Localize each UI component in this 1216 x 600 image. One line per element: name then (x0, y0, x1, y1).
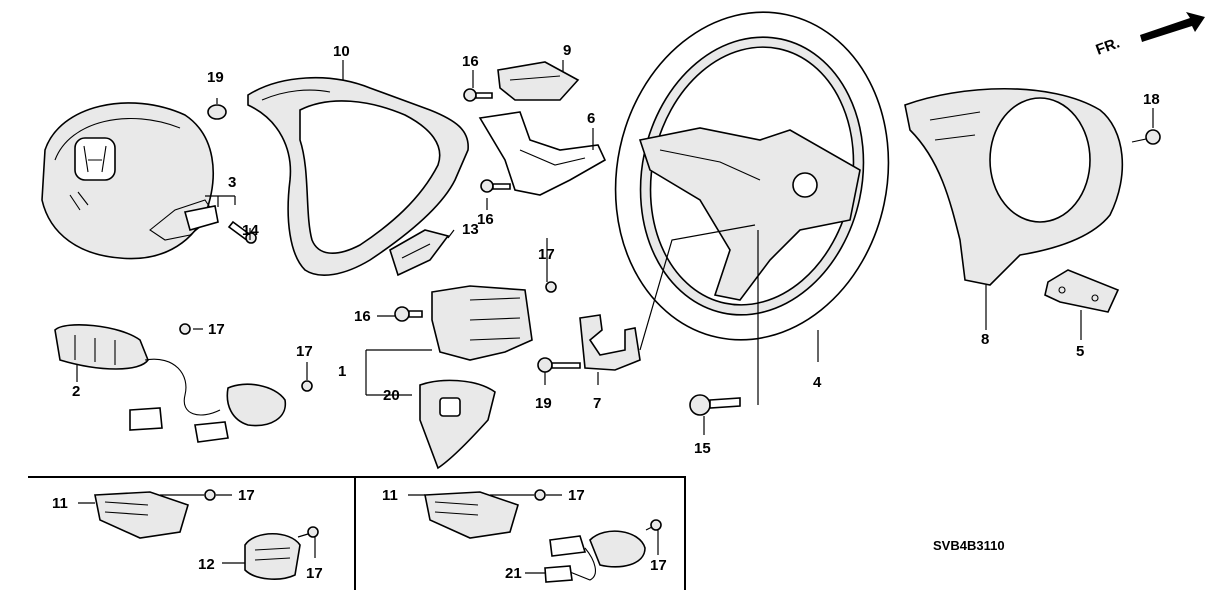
callout-16c: 16 (354, 308, 371, 325)
callout-11a: 11 (52, 495, 68, 512)
callout-17c: 17 (296, 343, 313, 360)
callout-9: 9 (563, 42, 571, 59)
callout-3: 3 (228, 174, 236, 191)
callout-2: 2 (72, 383, 80, 400)
switch-11-right (408, 489, 562, 539)
airbag-module (41, 102, 216, 260)
bolt-14 (227, 220, 257, 244)
bolt-15 (689, 394, 741, 416)
harness-6 (478, 111, 607, 196)
plate-5 (1044, 269, 1120, 313)
callout-15: 15 (694, 440, 711, 457)
callout-19a: 19 (207, 69, 224, 86)
callout-1: 1 (338, 363, 346, 380)
front-direction-arrow-icon (1140, 12, 1205, 42)
direction-label: FR. (1094, 35, 1123, 59)
bracket-9 (497, 61, 580, 101)
screw-18 (1131, 129, 1161, 145)
callout-17d: 17 (238, 487, 255, 504)
callout-17b: 17 (208, 321, 225, 338)
honda-emblem-icon (74, 137, 116, 181)
variant-panels (28, 476, 686, 590)
connector-3 (183, 195, 236, 231)
callout-13: 13 (462, 221, 479, 238)
bolt-16-mid (480, 179, 511, 193)
callout-17g: 17 (650, 557, 667, 574)
switch-assembly-1 (431, 285, 533, 361)
callout-11b: 11 (382, 487, 398, 504)
bolt-17-set (179, 281, 557, 392)
callout-16a: 16 (462, 53, 479, 70)
callout-7: 7 (593, 395, 601, 412)
clip-19-lower (537, 357, 581, 373)
callout-17a: 17 (538, 246, 555, 263)
switch-assembly-2 (54, 324, 286, 443)
clip-19 (207, 98, 227, 120)
callout-20: 20 (383, 387, 400, 404)
switch-21-harness (525, 519, 662, 583)
bracket-7 (579, 314, 641, 371)
leader-lines (76, 60, 1154, 435)
callout-18: 18 (1143, 91, 1160, 108)
rear-cover-8 (904, 88, 1124, 286)
callout-10: 10 (333, 43, 350, 60)
callout-19b: 19 (535, 395, 552, 412)
callout-21: 21 (505, 565, 522, 582)
switch-cover-20 (419, 379, 496, 470)
callout-12: 12 (198, 556, 215, 573)
bolt-16-top (463, 88, 493, 102)
callout-17f: 17 (568, 487, 585, 504)
callout-17e: 17 (306, 565, 323, 582)
steering-wheel (614, 11, 890, 341)
switch-12 (222, 526, 319, 580)
steering-cover (247, 76, 469, 276)
bolt-16-lower (394, 306, 423, 322)
callout-4: 4 (813, 374, 822, 391)
callout-8: 8 (981, 331, 989, 348)
switch-11-left (78, 489, 232, 539)
callout-14: 14 (242, 222, 259, 239)
callout-6: 6 (587, 110, 595, 127)
trim-13 (389, 229, 450, 277)
callout-5: 5 (1076, 343, 1084, 360)
diagram-code: SVB4B3110 (933, 538, 1005, 553)
callout-16b: 16 (477, 211, 494, 228)
